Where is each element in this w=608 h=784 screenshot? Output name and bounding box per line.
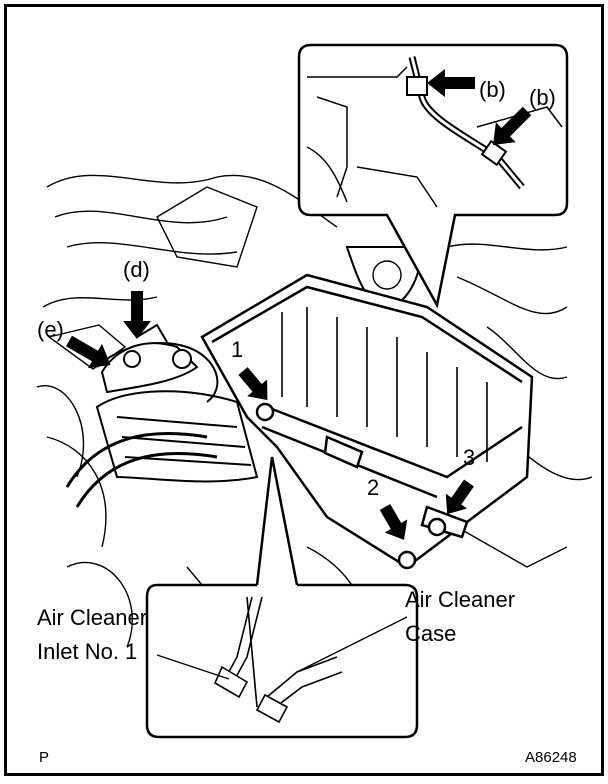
figure-id: A86248	[525, 749, 577, 766]
leader-lines	[156, 616, 408, 680]
intake-duct	[65, 342, 259, 508]
service-manual-figure: (b) (b) (d) (e) 1 2 3 Air Cleaner Inlet …	[4, 4, 604, 776]
label-case-line2: Case	[405, 621, 457, 646]
detail-inset-upper	[297, 43, 569, 309]
callout-arrows	[66, 69, 532, 540]
arrow-2	[379, 504, 408, 540]
callout-bolt-3: 3	[463, 445, 475, 470]
sensor-connector	[100, 323, 199, 394]
arrow-b-upper	[427, 69, 475, 97]
arrow-b-lower	[493, 106, 532, 145]
page-mark: P	[39, 749, 50, 766]
label-inlet-line1: Air Cleaner	[37, 605, 148, 630]
callout-e: (e)	[37, 317, 64, 342]
detail-inset-lower	[145, 456, 419, 739]
air-cleaner-case	[200, 273, 534, 570]
callout-d: (d)	[123, 257, 150, 282]
arrow-1	[238, 367, 268, 401]
callout-bolt-2: 2	[367, 475, 379, 500]
arrow-e	[66, 335, 111, 369]
callout-b-upper: (b)	[479, 77, 506, 102]
arrow-d	[123, 291, 151, 339]
callout-bolt-1: 1	[231, 337, 243, 362]
arrow-3	[445, 479, 474, 515]
air-cleaner-illustration: (b) (b) (d) (e) 1 2 3	[36, 43, 593, 739]
callout-b-lower: (b)	[529, 85, 556, 110]
label-inlet-line2: Inlet No. 1	[37, 639, 138, 664]
label-case-line1: Air Cleaner	[405, 587, 516, 612]
